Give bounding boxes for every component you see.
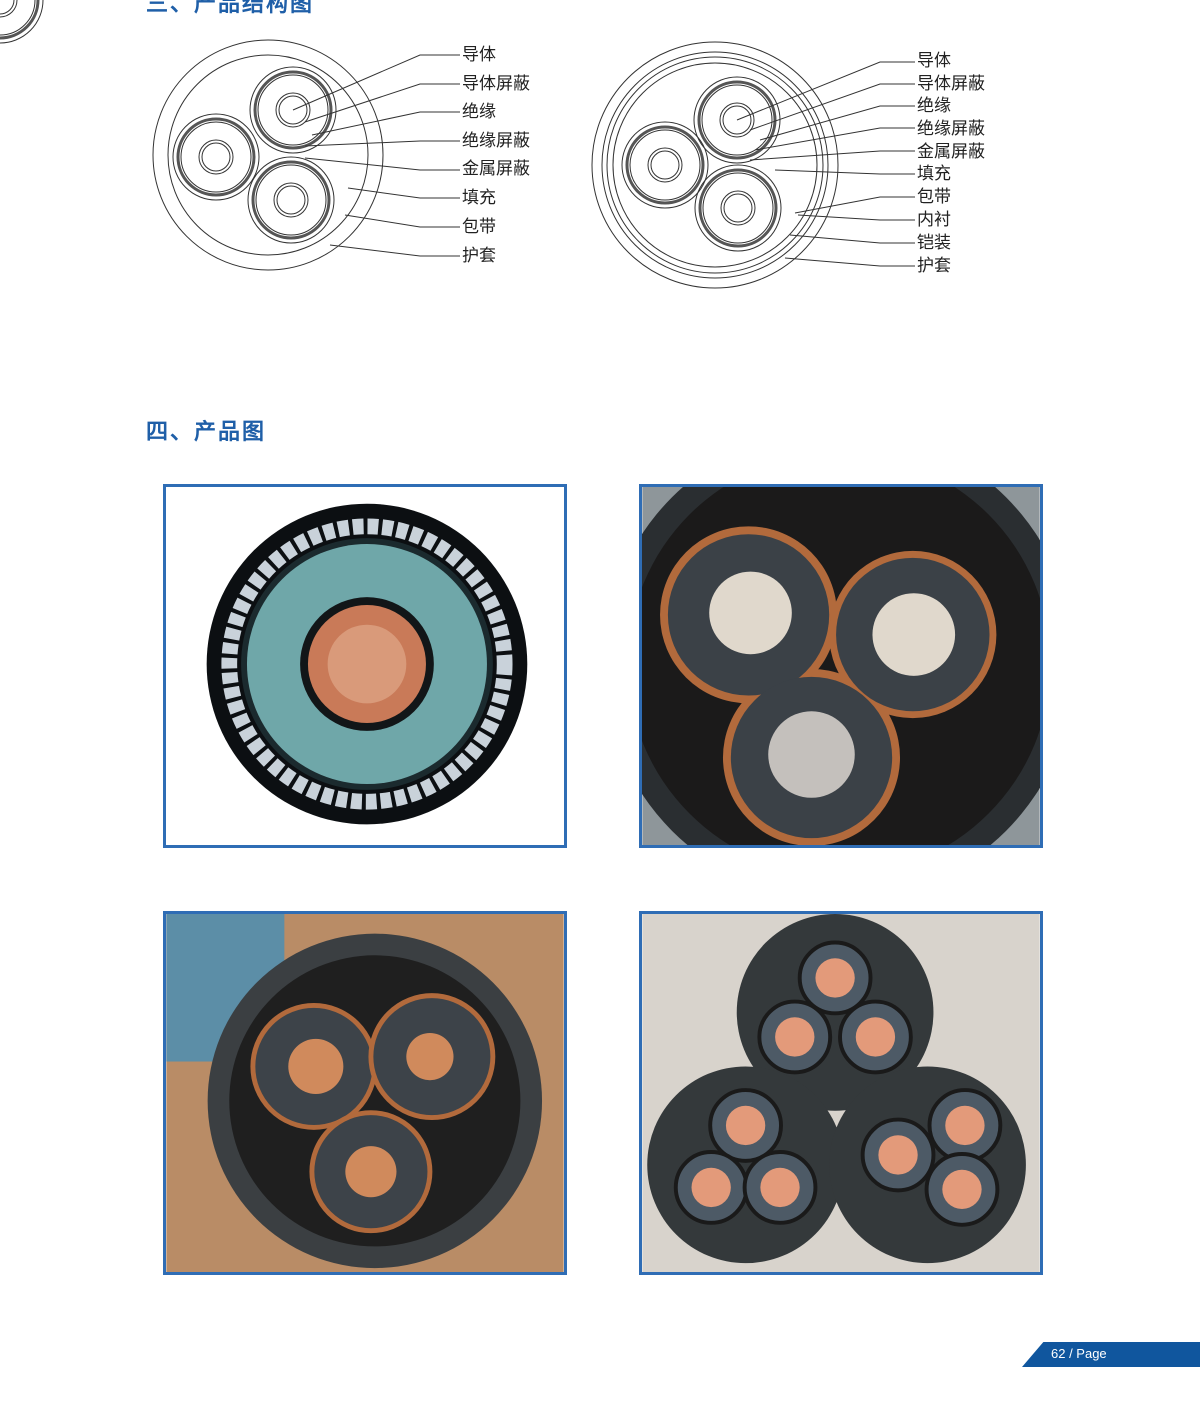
label-insulation: 绝缘: [462, 102, 496, 122]
label-metal-shield: 金属屏蔽: [917, 142, 985, 162]
label-filler: 填充: [917, 164, 951, 184]
label-armor: 铠装: [917, 233, 951, 253]
diagram-three-core-armored: [591, 41, 915, 289]
label-conductor: 导体: [462, 45, 496, 65]
label-insulation-shield: 绝缘屏蔽: [917, 119, 985, 139]
diagram-three-core-unarmored: [0, 0, 460, 271]
photo-single-core-cable: [163, 484, 567, 848]
photo-three-core-copper-cable-cut: [163, 911, 567, 1275]
label-metal-shield: 金属屏蔽: [462, 159, 530, 179]
photo-three-copper-cables-stack: [639, 911, 1043, 1275]
label-sheath: 护套: [462, 246, 496, 266]
label-conductor: 导体: [917, 51, 951, 71]
label-inner-lining: 内衬: [917, 210, 951, 230]
section-title-product-photos: 四、产品图: [146, 420, 267, 445]
label-insulation-shield: 绝缘屏蔽: [462, 131, 530, 151]
label-conductor-shield: 导体屏蔽: [917, 74, 985, 94]
page-number: 62 / Page: [1051, 1346, 1107, 1361]
cable-structure-diagrams: [0, 0, 915, 289]
section-title-structure: 三、产品结构图: [146, 0, 315, 17]
page-number-badge: 62 / Page: [1022, 1342, 1200, 1367]
label-filler: 填充: [462, 188, 496, 208]
photo-three-core-aluminum-cable: [639, 484, 1043, 848]
label-insulation: 绝缘: [917, 96, 951, 116]
label-tape: 包带: [462, 217, 496, 237]
label-tape: 包带: [917, 187, 951, 207]
label-conductor-shield: 导体屏蔽: [462, 74, 530, 94]
label-sheath: 护套: [917, 256, 951, 276]
